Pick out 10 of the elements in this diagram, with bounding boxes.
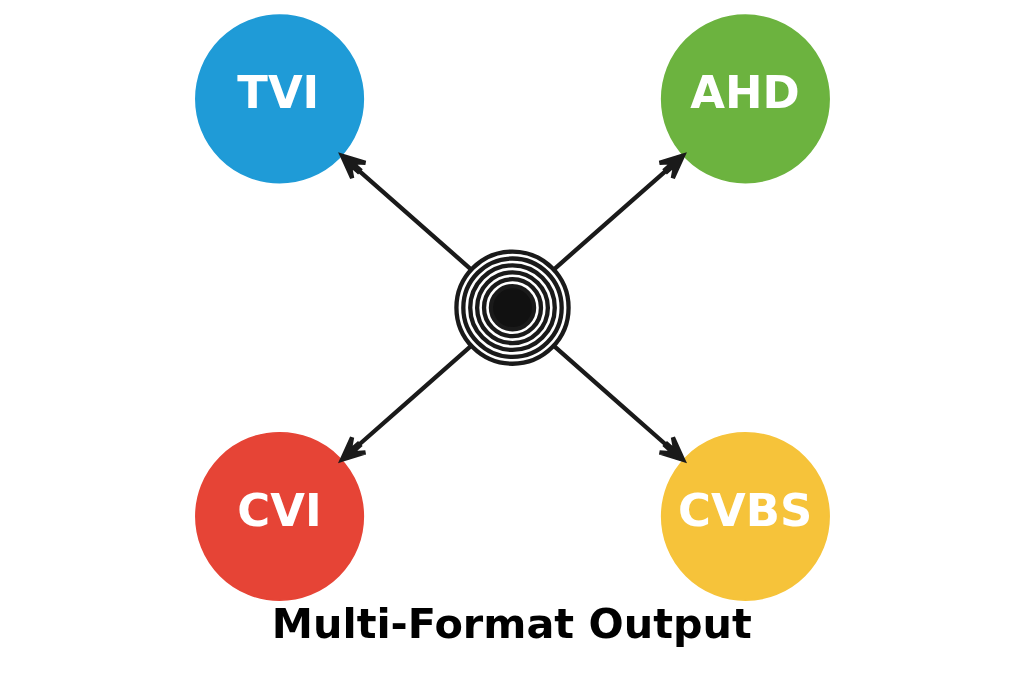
arrow xyxy=(552,344,685,462)
node-picture xyxy=(453,249,571,366)
caption: Multi-Format Output xyxy=(271,600,752,649)
arrow xyxy=(551,153,685,272)
arrow xyxy=(339,153,473,272)
node-circle: CVBS xyxy=(660,431,830,601)
arrow xyxy=(339,344,472,462)
node-circle: TVI xyxy=(194,14,364,184)
node-circle: CVI xyxy=(194,431,364,601)
node-circle: AHD xyxy=(660,14,830,184)
